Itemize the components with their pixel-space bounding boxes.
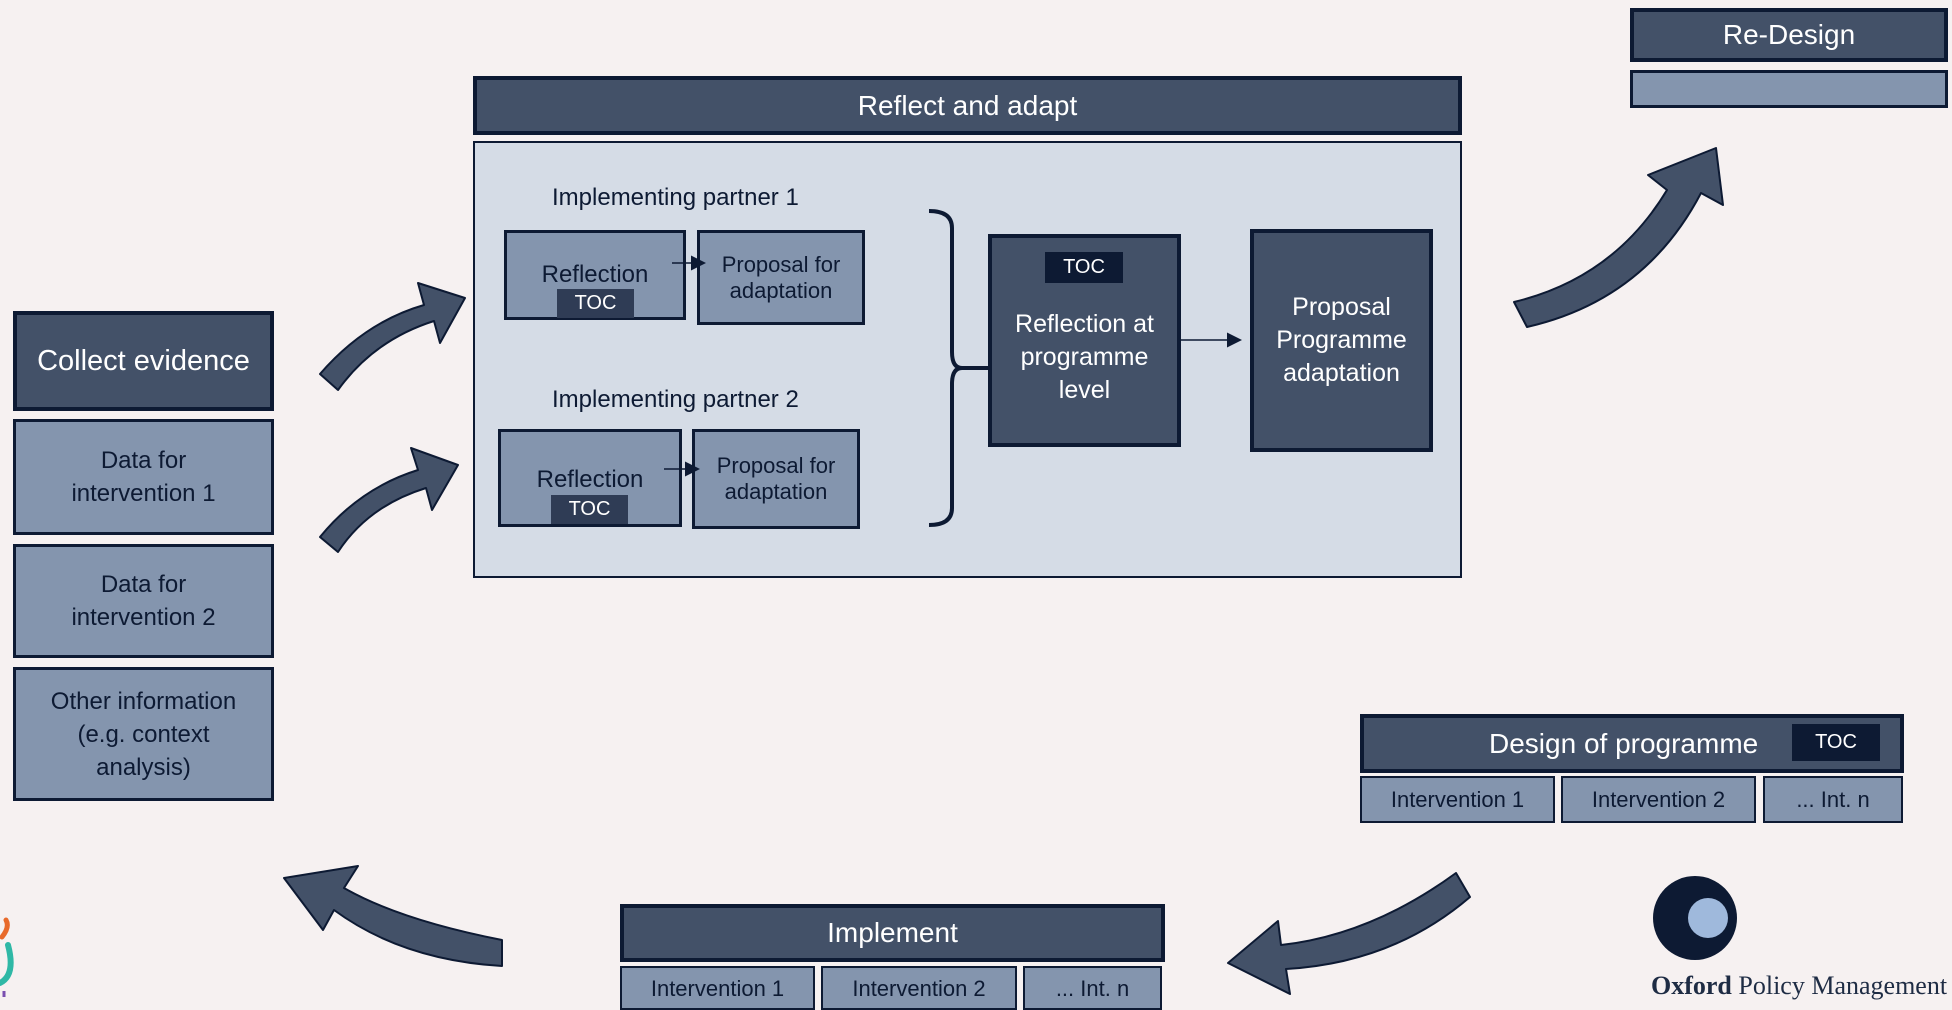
partner1-proposal: Proposal for adaptation	[697, 230, 865, 325]
arrow-implement-to-collect	[283, 865, 503, 967]
partial-logo-icon	[0, 917, 14, 997]
arrow-collect-to-partner2	[319, 447, 459, 553]
partner2-label: Implementing partner 2	[552, 386, 799, 413]
bracket	[928, 209, 990, 527]
arrow-collect-to-partner1	[319, 282, 466, 391]
collect-item-2: Data for intervention 2	[13, 544, 274, 658]
collect-item-1: Data for intervention 1	[13, 419, 274, 535]
opm-logo-icon	[1653, 876, 1737, 960]
collect-item-3: Other information (e.g. context analysis…	[13, 667, 274, 801]
design-item-2: Intervention 2	[1561, 776, 1756, 823]
arrow-reflect-to-redesign	[1513, 147, 1724, 328]
partner2-proposal: Proposal for adaptation	[692, 429, 860, 529]
implement-header: Implement	[620, 904, 1165, 962]
design-item-1: Intervention 1	[1360, 776, 1555, 823]
programme-toc-badge: TOC	[1045, 252, 1123, 283]
implement-item-1: Intervention 1	[620, 966, 815, 1010]
redesign-empty-box	[1630, 70, 1948, 108]
partner2-toc-badge: TOC	[551, 495, 628, 524]
design-toc-badge: TOC	[1792, 724, 1880, 761]
partner1-toc-badge: TOC	[557, 289, 634, 318]
implement-item-2: Intervention 2	[821, 966, 1017, 1010]
opm-logo-text: Oxford Policy Management	[1651, 971, 1947, 1001]
partner1-label: Implementing partner 1	[552, 184, 799, 211]
arrow-design-to-implement	[1227, 872, 1471, 995]
partner1-reflection-label: Reflection	[541, 261, 649, 288]
partner2-reflection-label: Reflection	[536, 466, 644, 493]
opm-logo-text-bold: Oxford	[1651, 971, 1732, 1000]
collect-header: Collect evidence	[13, 311, 274, 411]
redesign-header: Re-Design	[1630, 8, 1948, 62]
design-item-3: ... Int. n	[1763, 776, 1903, 823]
design-title: Design of programme	[1489, 727, 1759, 759]
programme-proposal: Proposal Programme adaptation	[1250, 229, 1433, 452]
implement-item-3: ... Int. n	[1023, 966, 1162, 1010]
reflect-header: Reflect and adapt	[473, 76, 1462, 135]
opm-logo-text-rest: Policy Management	[1738, 971, 1948, 1000]
